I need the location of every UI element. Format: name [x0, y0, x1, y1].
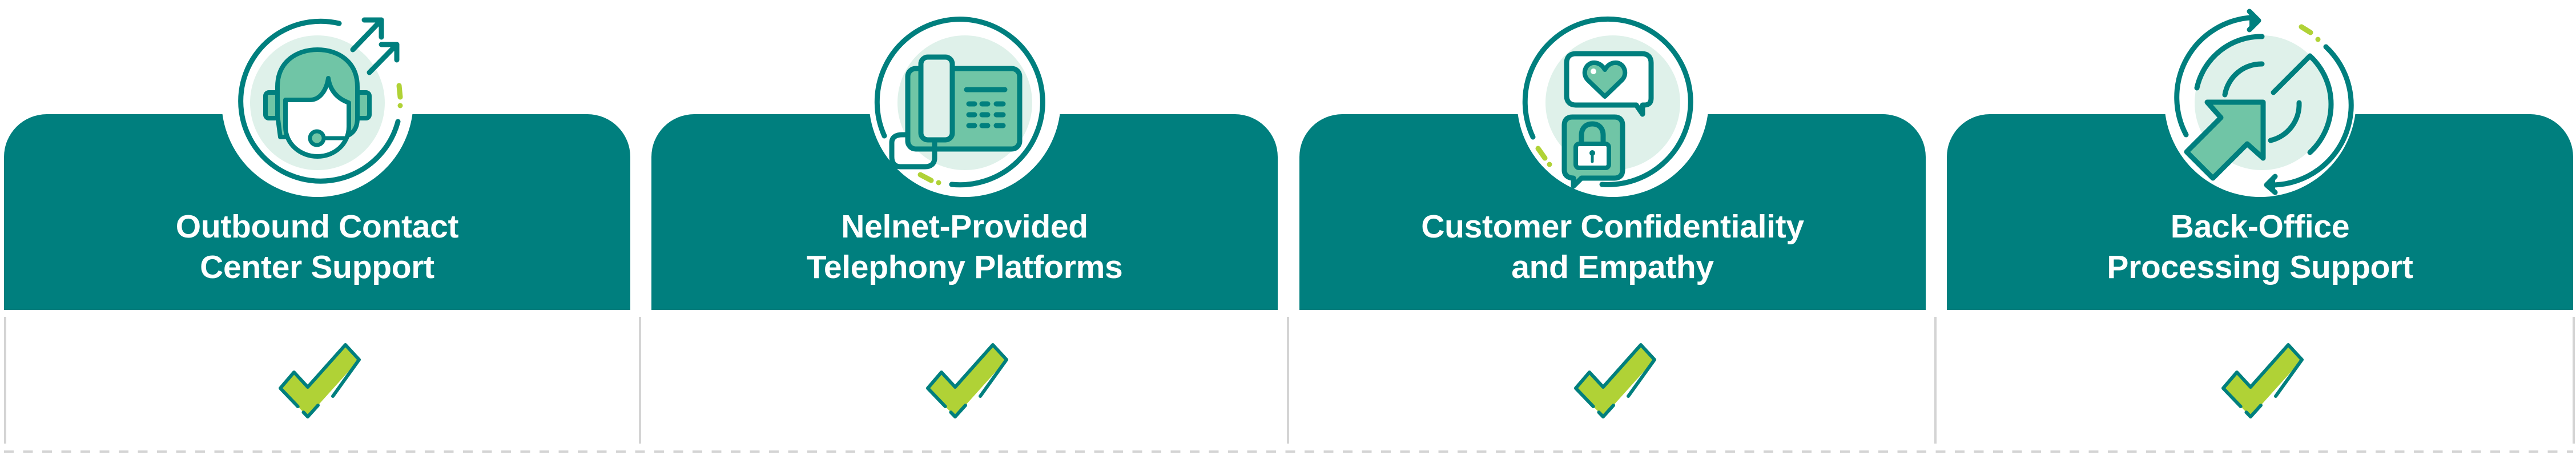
- column-title-line1: Nelnet-Provided: [841, 208, 1088, 245]
- column-divider: [4, 317, 6, 444]
- checkmark-icon: [920, 341, 1011, 421]
- column-title: Customer Confidentiality and Empathy: [1299, 207, 1926, 288]
- column-divider: [2573, 317, 2575, 444]
- service-column-telephony: Nelnet-Provided Telephony Platforms: [651, 0, 1278, 459]
- desk-phone-icon: [865, 1, 1065, 201]
- column-title-line1: Outbound Contact: [175, 208, 459, 245]
- checkmark-icon: [1568, 341, 1659, 421]
- column-title-line1: Customer Confidentiality: [1421, 208, 1804, 245]
- column-title-line2: and Empathy: [1511, 249, 1714, 285]
- column-title: Outbound Contact Center Support: [4, 207, 630, 288]
- column-title-line2: Processing Support: [2107, 249, 2413, 285]
- column-title-line2: Telephony Platforms: [806, 249, 1123, 285]
- column-title-line2: Center Support: [200, 249, 434, 285]
- service-column-confidentiality: Customer Confidentiality and Empathy: [1299, 0, 1926, 459]
- service-column-outbound-contact: Outbound Contact Center Support: [4, 0, 630, 459]
- process-cycle-arrow-icon: [2160, 1, 2360, 201]
- column-divider: [639, 317, 641, 444]
- column-title: Back-Office Processing Support: [1947, 207, 2573, 288]
- column-divider: [1287, 317, 1289, 444]
- headset-agent-icon: [218, 1, 417, 201]
- column-title-line1: Back-Office: [2170, 208, 2350, 245]
- heart-chat-lock-icon: [1513, 1, 1713, 201]
- checkmark-icon: [272, 341, 364, 421]
- column-title: Nelnet-Provided Telephony Platforms: [651, 207, 1278, 288]
- checkmark-icon: [2215, 341, 2307, 421]
- dashed-bottom-rule: [4, 450, 2573, 453]
- column-divider: [1934, 317, 1937, 444]
- service-column-back-office: Back-Office Processing Support: [1947, 0, 2573, 459]
